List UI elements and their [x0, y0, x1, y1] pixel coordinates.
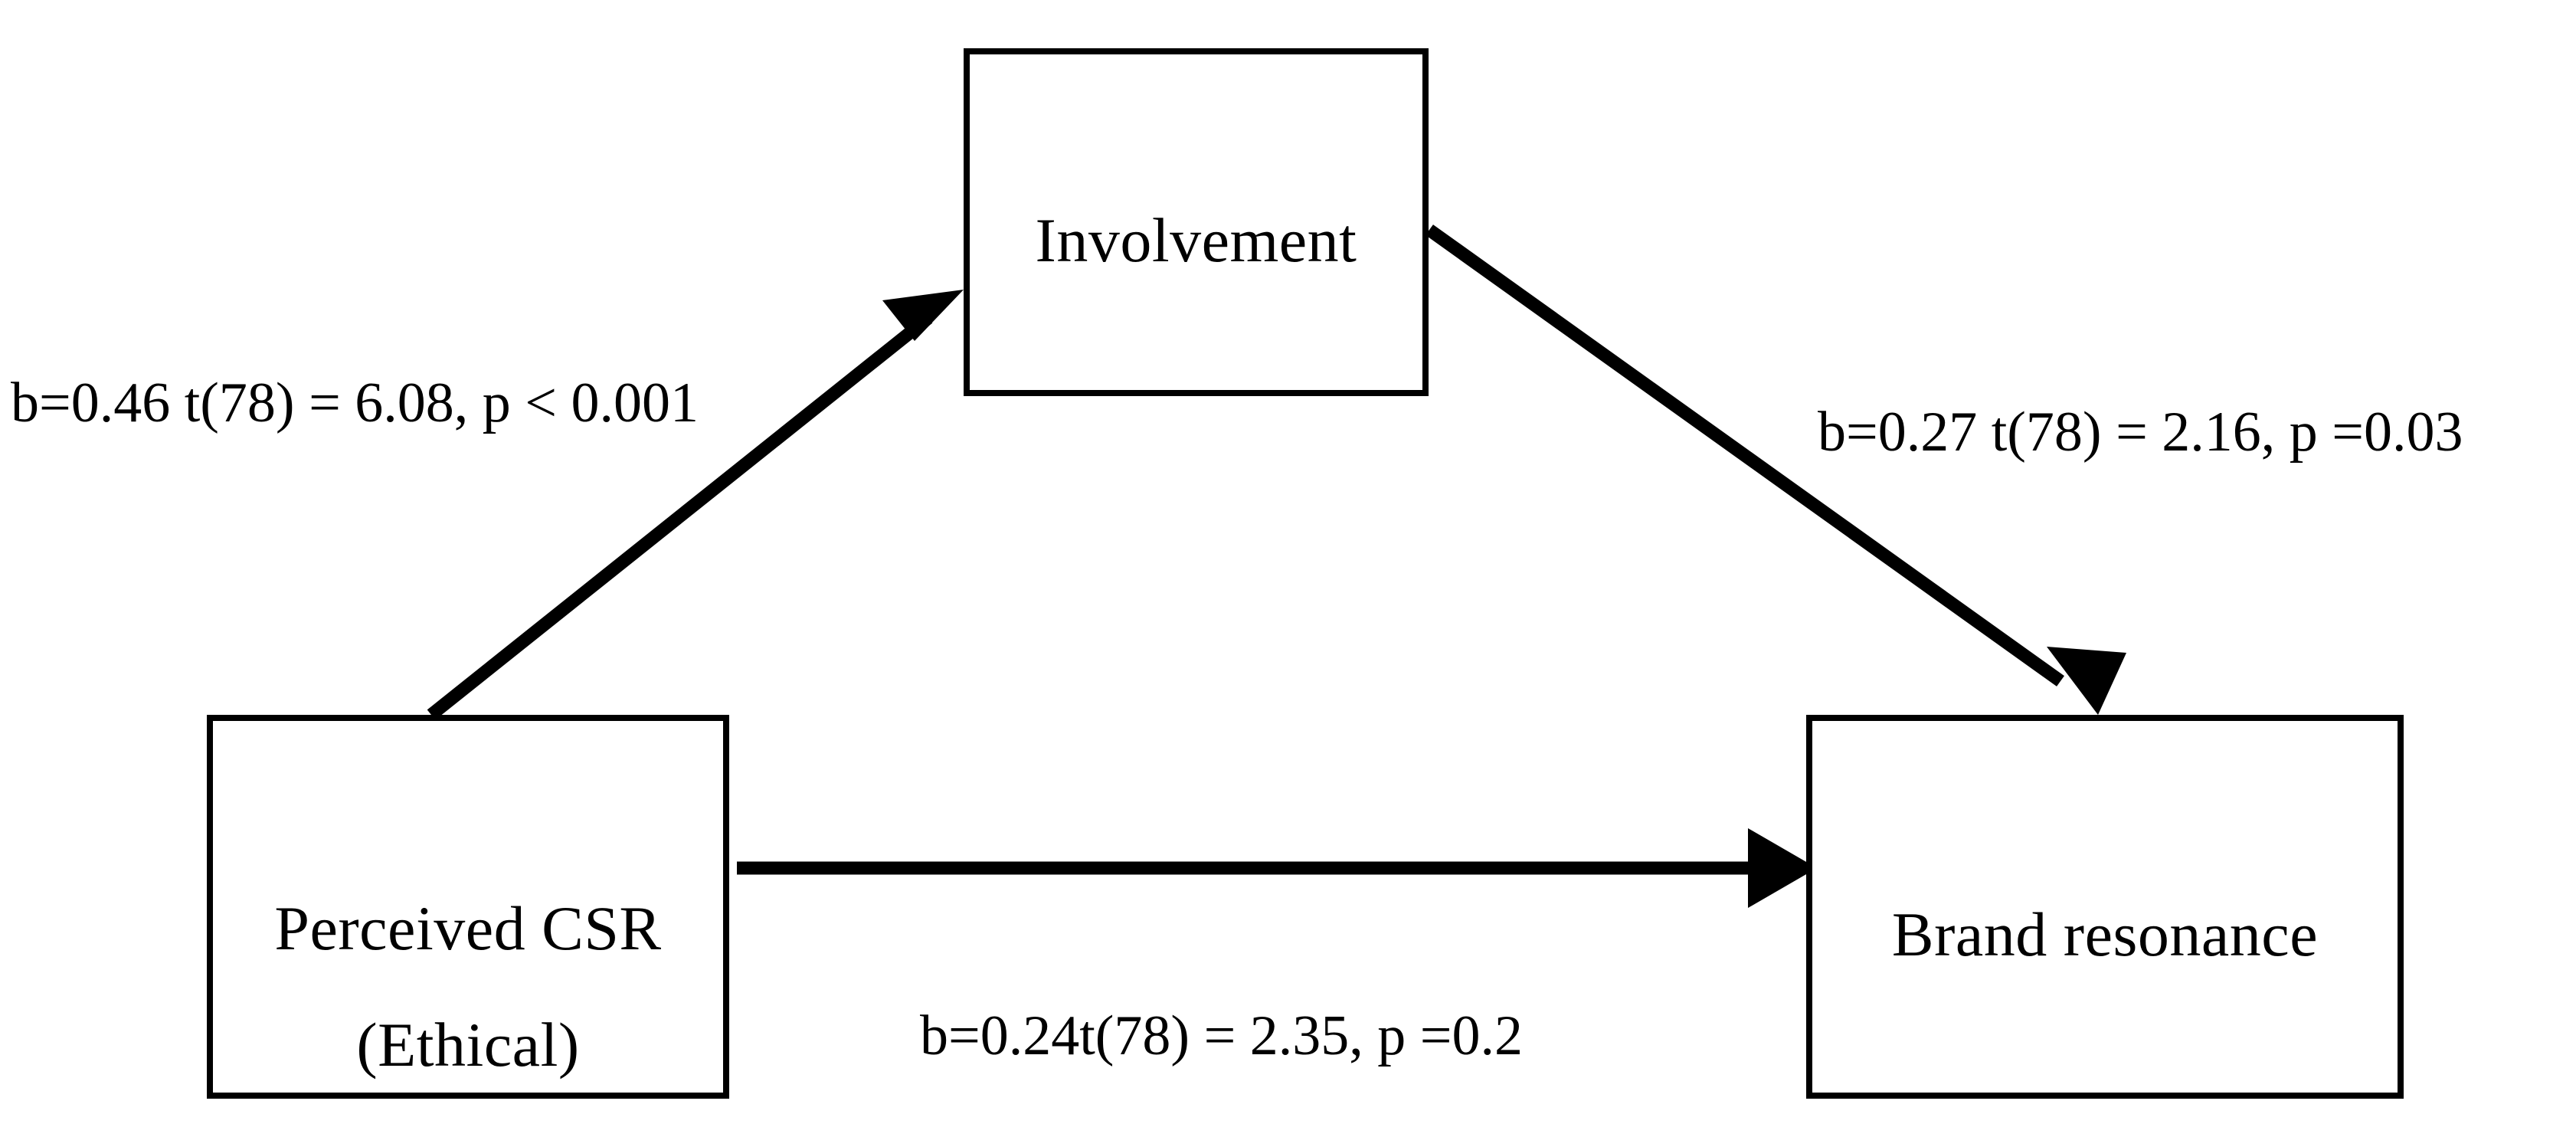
- node-perceived-csr-label-line1: Perceived CSR: [274, 893, 662, 963]
- edge-b-path: [1425, 224, 2126, 715]
- edge-b-path-arrowhead: [2047, 647, 2126, 715]
- node-involvement-label: Involvement: [1035, 205, 1357, 275]
- node-perceived-csr: Perceived CSR (Ethical): [207, 715, 729, 1099]
- node-brand-resonance: Brand resonance: [1806, 715, 2404, 1099]
- edge-c-path: [737, 828, 1817, 908]
- edge-a-path: [427, 290, 964, 720]
- edge-label-b-path: b=0.27 t(78) = 2.16, p =0.03: [1818, 401, 2463, 464]
- node-perceived-csr-label-line2: (Ethical): [356, 1010, 580, 1080]
- edge-label-c-path: b=0.24t(78) = 2.35, p =0.2: [920, 1004, 1524, 1067]
- node-brand-resonance-label: Brand resonance: [1891, 899, 2319, 969]
- edge-label-a-path: b=0.46 t(78) = 6.08, p < 0.001: [11, 372, 699, 434]
- edge-a-path-arrowhead: [882, 290, 964, 341]
- node-involvement: Involvement: [964, 48, 1429, 396]
